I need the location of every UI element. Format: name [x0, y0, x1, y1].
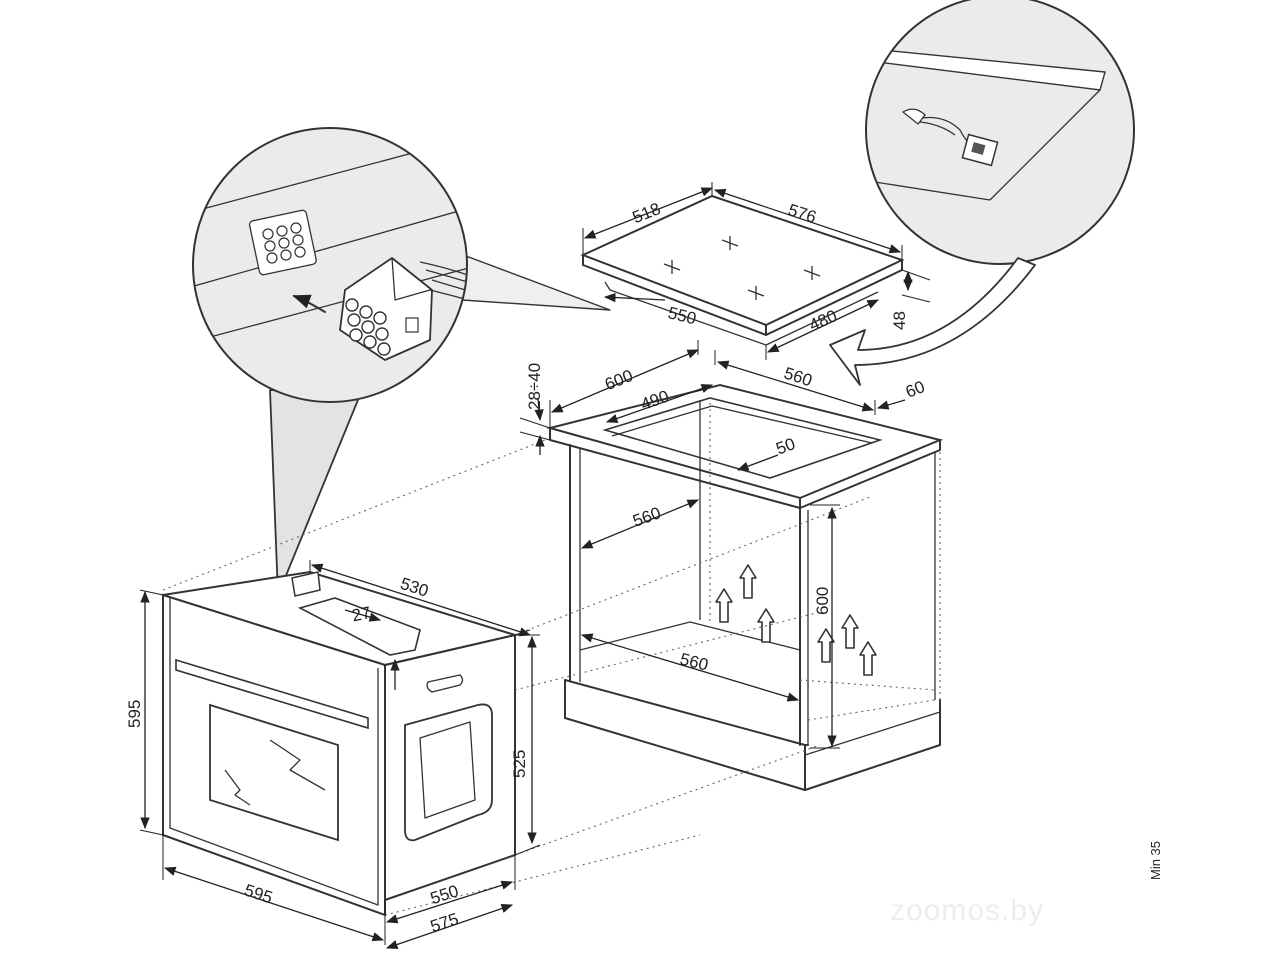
- oven-connector-detail: [192, 127, 468, 403]
- up-arrow-icon: [739, 564, 757, 599]
- dim-cabinet-niche-height: 600: [813, 587, 832, 615]
- terminal-socket-icon: [248, 209, 317, 276]
- ventilation-arrows: [715, 564, 877, 676]
- dim-oven-top-depth: 530: [398, 574, 431, 601]
- dim-oven-total-depth: 575: [428, 909, 461, 936]
- watermark: zoomos.by: [890, 894, 1044, 927]
- dimension-labels: 518 576 550 480 48 28÷40 600 490 560 60 …: [125, 199, 1163, 936]
- plug-in-arrow-icon: [292, 294, 326, 313]
- up-arrow-icon: [715, 588, 733, 623]
- dim-worktop-cutout-width: 560: [782, 363, 815, 390]
- side-panel-window: [404, 703, 493, 842]
- up-arrow-icon: [859, 641, 877, 676]
- dim-oven-trim: 27: [350, 603, 372, 626]
- dim-oven-body-depth: 550: [428, 881, 461, 908]
- dim-worktop-width: 600: [602, 366, 635, 394]
- connector-plug-icon: [339, 257, 467, 361]
- dim-oven-width: 595: [242, 881, 275, 908]
- oven: [162, 570, 519, 917]
- dim-worktop-edge: 60: [903, 377, 928, 402]
- dim-oven-body-height: 525: [510, 750, 529, 778]
- dim-hob-cutout-depth: 480: [806, 306, 840, 335]
- hob-cable-icon: [901, 108, 999, 167]
- dim-oven-height: 595: [125, 700, 144, 728]
- oven-callout-pointer: [269, 389, 361, 596]
- oven-window: [209, 703, 339, 842]
- up-arrow-icon: [841, 614, 859, 649]
- dimension-lines: [139, 182, 931, 950]
- hob-connector-detail: [865, 0, 1135, 265]
- hob-callout-pointer: [449, 249, 611, 311]
- dim-hob-height: 48: [890, 311, 909, 330]
- hob: [580, 194, 905, 346]
- edge-text: Min 35: [1148, 841, 1163, 880]
- dim-cabinet-inner-width: 560: [630, 503, 663, 531]
- dim-cabinet-floor-width: 560: [678, 649, 710, 674]
- dim-worktop-thickness: 28÷40: [525, 363, 544, 410]
